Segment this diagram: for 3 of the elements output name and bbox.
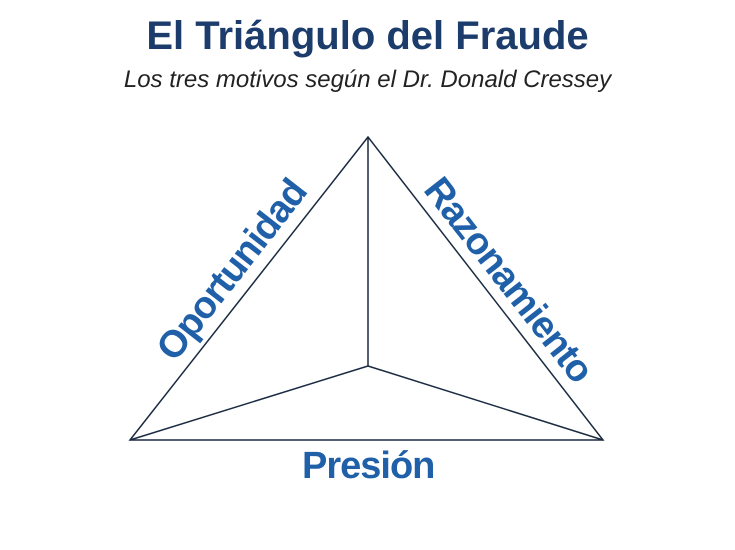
- side-label: Presión: [302, 444, 434, 488]
- diagram-subtitle: Los tres motivos según el Dr. Donald Cressey: [122, 66, 614, 94]
- diagram-title: El Triángulo del Fraude: [145, 14, 590, 59]
